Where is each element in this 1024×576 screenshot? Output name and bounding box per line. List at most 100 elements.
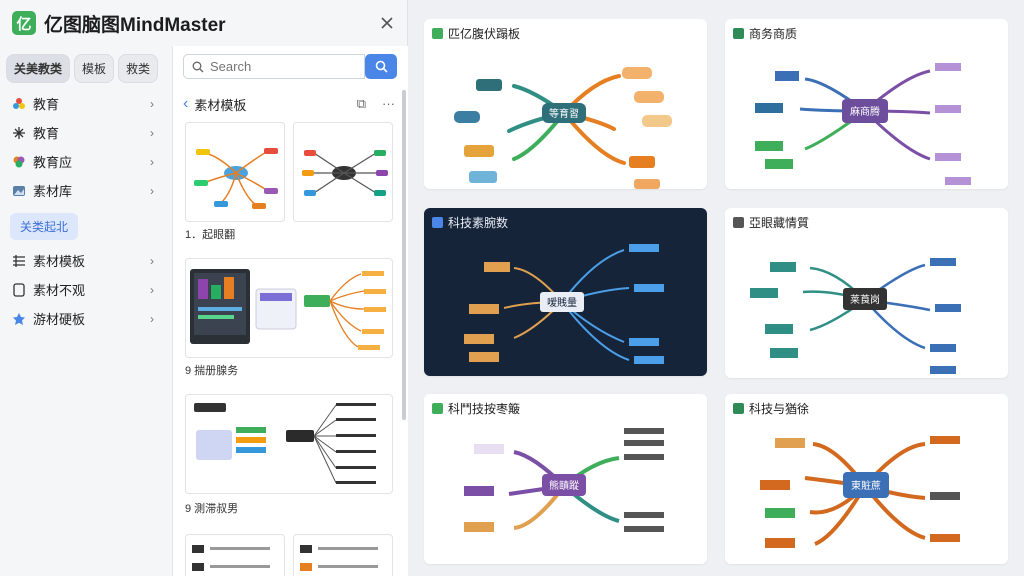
sidebar-item-5[interactable]: 素材不观 ›: [0, 275, 172, 304]
card-center-label: 熊賾蹤: [549, 479, 579, 492]
template-thumb-5[interactable]: [185, 534, 285, 576]
dashboard-preview: [190, 269, 386, 350]
palette-icon: [12, 155, 26, 169]
sidebar-item-6[interactable]: 游材硬板 ›: [0, 304, 172, 333]
puzzle-icon: [12, 312, 26, 326]
template-caption-3: 9 測滞叔男: [185, 503, 239, 515]
mindmap-preview: [194, 148, 278, 209]
template-thumb-4[interactable]: [185, 394, 393, 494]
gallery-card-1[interactable]: 商务商质 麻商腾: [725, 19, 1008, 189]
mindmap-preview: 等育習: [454, 67, 672, 189]
template-icon: [432, 403, 443, 414]
template-icon: [432, 217, 443, 228]
mindmap-preview: 嗳賎量: [464, 244, 664, 364]
template-icon: [733, 403, 744, 414]
mindmap-preview: [194, 403, 376, 484]
document-preview: [300, 545, 378, 571]
app-logo-char: 亿: [16, 15, 32, 33]
search-button[interactable]: [365, 54, 397, 79]
sidebar-item-4[interactable]: 素材模板 ›: [0, 246, 172, 275]
template-caption-1: 1．起眼翻: [185, 229, 236, 241]
chevron-right-icon: ›: [150, 155, 154, 169]
template-list-header: ‹ 素材模板 ⧉ ···: [183, 94, 395, 114]
gallery-card-4[interactable]: 科鬥技按枣簸 熊賾蹤: [424, 394, 707, 564]
card-title: 亞眼藏情質: [733, 214, 809, 231]
card-title-text: 科技素腕数: [448, 216, 509, 230]
sidebar-item-3[interactable]: 素材库 ›: [0, 176, 172, 205]
template-list-column: ‹ 素材模板 ⧉ ··· 1．起眼翻: [172, 46, 408, 576]
document-icon: [12, 282, 26, 297]
sidebar-item-label: 素材模板: [33, 254, 86, 269]
card-title-text: 亞眼藏情質: [749, 216, 810, 230]
card-title: 科技与猶徐: [733, 400, 809, 417]
card-title-text: 商务商质: [749, 27, 798, 41]
flower-icon: [12, 97, 26, 111]
mindmap-preview: 東賍蔗: [760, 436, 960, 548]
template-icon: [432, 28, 443, 39]
layout-icon: [12, 254, 26, 268]
template-thumb-1[interactable]: [185, 122, 285, 222]
sidebar-item-1[interactable]: 教育 ›: [0, 118, 172, 147]
tab-1[interactable]: 模板: [74, 54, 115, 83]
search-input[interactable]: [210, 59, 355, 74]
sidebar-item-selected[interactable]: 关类起北: [10, 213, 79, 240]
chevron-right-icon: ›: [150, 97, 154, 111]
back-icon[interactable]: ‹: [183, 95, 189, 112]
template-panel: 亿 亿图脑图MindMaster 关美教类 模板 救类 教育 › 教育 › 教育…: [0, 0, 408, 576]
title-bar: 亿 亿图脑图MindMaster: [0, 0, 407, 46]
mindmap-preview: 熊賾蹤: [464, 428, 664, 532]
gallery-card-5[interactable]: 科技与猶徐 東賍蔗: [725, 394, 1008, 564]
scrollbar[interactable]: [402, 90, 406, 420]
search-box: [183, 54, 365, 79]
template-list-title: 素材模板: [194, 97, 247, 113]
template-icon: [733, 28, 744, 39]
tab-0[interactable]: 关美教类: [6, 54, 71, 83]
bookmark-icon[interactable]: ⧉: [356, 96, 366, 111]
card-title: 商务商质: [733, 25, 797, 42]
card-center-label: 東賍蔗: [851, 479, 881, 492]
sidebar-item-label: 教育: [33, 97, 60, 112]
card-title-text: 科技与猶徐: [749, 402, 810, 416]
template-caption-2: 9 揣册腺务: [185, 365, 239, 377]
sidebar-item-label: 素材不观: [33, 283, 86, 298]
image-icon: [12, 184, 26, 198]
template-thumb-6[interactable]: [293, 534, 393, 576]
gallery-card-3[interactable]: 亞眼藏情質 莱莨岗: [725, 208, 1008, 378]
card-center-label: 莱莨岗: [850, 294, 880, 306]
template-thumb-2[interactable]: [293, 122, 393, 222]
mindmap-preview: 麻商腾: [755, 63, 971, 185]
chevron-right-icon: ›: [150, 254, 154, 268]
sidebar-item-label: 素材库: [33, 184, 73, 199]
gallery-card-2[interactable]: 科技素腕数 嗳賎量: [424, 208, 707, 376]
card-title-text: 匹亿腹伏蹋板: [448, 27, 521, 41]
close-icon[interactable]: [376, 12, 398, 34]
card-title: 匹亿腹伏蹋板: [432, 25, 520, 42]
template-thumb-3[interactable]: [185, 258, 393, 358]
search-icon: [192, 61, 204, 72]
sidebar-item-label: 教育应: [33, 155, 73, 170]
more-icon[interactable]: ···: [382, 96, 395, 111]
chevron-right-icon: ›: [150, 312, 154, 326]
document-preview: [192, 545, 270, 571]
category-tabs: 关美教类 模板 救类: [0, 46, 172, 89]
template-icon: [733, 217, 744, 228]
mindmap-preview: 莱莨岗: [750, 258, 961, 374]
card-center-label: 麻商腾: [850, 105, 880, 118]
chevron-right-icon: ›: [150, 283, 154, 297]
card-title-text: 科鬥技按枣簸: [448, 402, 521, 416]
card-title: 科鬥技按枣簸: [432, 400, 520, 417]
mindmap-preview: [302, 150, 388, 196]
tab-2[interactable]: 救类: [118, 54, 159, 83]
sidebar-item-2[interactable]: 教育应 ›: [0, 147, 172, 176]
sparkle-icon: [12, 126, 26, 140]
card-center-label: 等育習: [549, 107, 579, 120]
gallery-card-0[interactable]: 匹亿腹伏蹋板 等育習: [424, 19, 707, 189]
card-title: 科技素腕数: [432, 214, 508, 231]
search-icon: [375, 60, 388, 73]
app-title: 亿图脑图MindMaster: [44, 14, 226, 36]
card-center-label: 嗳賎量: [547, 296, 577, 309]
chevron-right-icon: ›: [150, 126, 154, 140]
chevron-right-icon: ›: [150, 184, 154, 198]
sidebar-item-label: 教育: [33, 126, 60, 141]
sidebar-item-0[interactable]: 教育 ›: [0, 89, 172, 118]
